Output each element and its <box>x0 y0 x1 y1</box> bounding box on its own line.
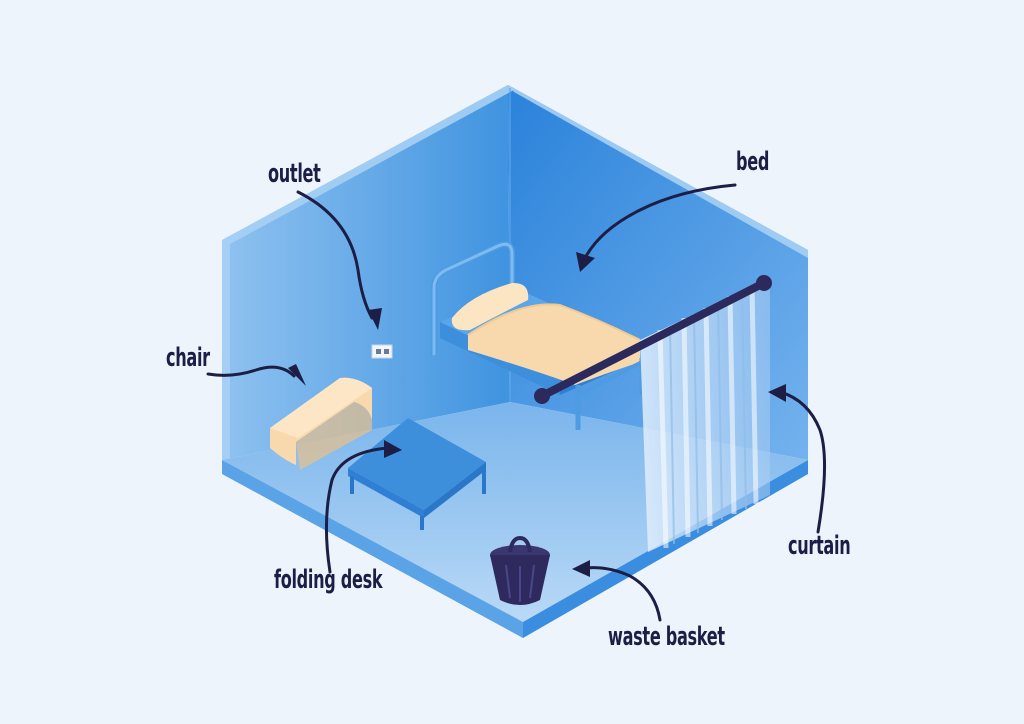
curtain-arrowhead <box>768 384 786 402</box>
folding-desk-label: folding desk <box>274 565 383 595</box>
folding-desk-arrow <box>324 446 390 574</box>
chair-label: chair <box>166 343 210 373</box>
callout-arrows <box>206 183 827 622</box>
room-bottom-edge <box>222 460 523 638</box>
curtain-arrow <box>778 390 827 534</box>
curtain <box>534 275 772 552</box>
outlet-arrow <box>296 190 374 320</box>
bed-arrow <box>583 183 737 260</box>
folding-desk-arrowhead <box>384 440 402 458</box>
waste-basket-label: waste basket <box>608 622 725 652</box>
curtain-label: curtain <box>788 531 850 561</box>
bed-arrowhead <box>576 252 595 272</box>
folding-desk <box>348 418 486 530</box>
waste-basket-arrowhead <box>572 560 590 577</box>
waste-basket-icon <box>490 535 550 605</box>
bed-label: bed <box>736 147 769 177</box>
room-edge <box>508 85 808 258</box>
bed <box>431 241 645 430</box>
callout-labels: outlet bed chair folding desk curtain wa… <box>166 147 851 652</box>
curtain-rod <box>538 279 768 400</box>
waste-basket-arrow <box>584 566 662 622</box>
outlet-icon <box>371 344 393 359</box>
chair-arrowhead <box>288 364 306 386</box>
chair <box>270 377 372 470</box>
chair-arrow <box>206 365 296 378</box>
outlet-label: outlet <box>268 159 321 189</box>
outlet-arrowhead <box>368 308 382 330</box>
